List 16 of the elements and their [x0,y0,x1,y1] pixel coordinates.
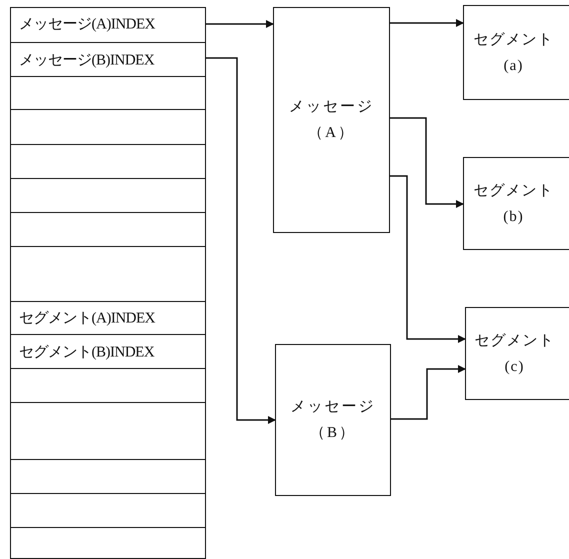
table-row: セグメント(B)INDEX [11,334,205,368]
arrow [390,175,466,343]
arrow [205,57,276,424]
arrow [390,117,464,208]
process-box: メッセージ（A） [273,7,390,233]
process-box: セグメント(a) [463,5,569,100]
table-row: セグメント(A)INDEX [11,301,205,334]
table-row: メッセージ(A)INDEX [11,6,205,40]
process-box: メッセージ（B） [275,344,391,496]
process-box: セグメント(c) [465,307,569,400]
arrow [391,365,466,420]
process-box: セグメント(b) [463,157,569,250]
arrow [390,19,464,27]
arrow [205,20,274,28]
table-row: メッセージ(B)INDEX [11,42,205,76]
index-table [10,7,206,559]
